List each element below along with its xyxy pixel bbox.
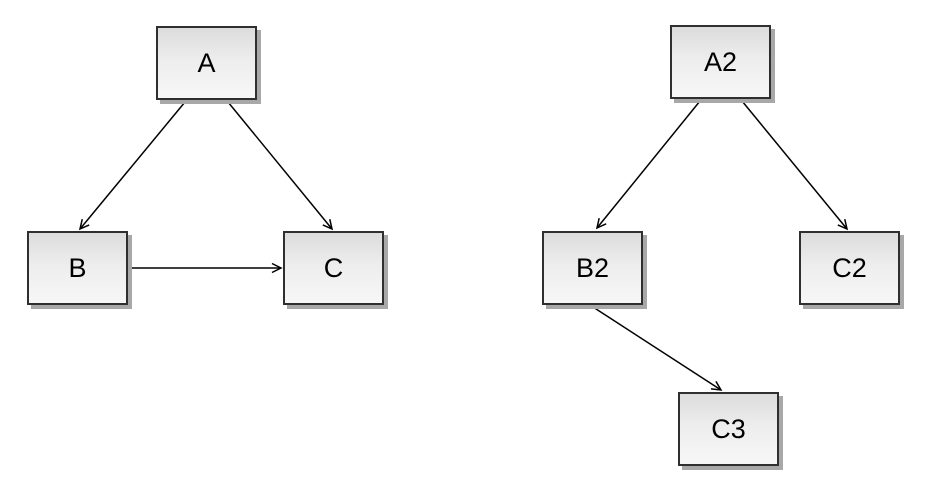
node-C2[interactable]: C2 [799, 231, 900, 305]
node-A-label: A [197, 47, 216, 78]
node-B-label: B [68, 252, 87, 283]
node-C3-label: C3 [711, 413, 746, 444]
node-C-label: C [323, 252, 344, 283]
edge-A2-C2 [741, 100, 849, 231]
node-C[interactable]: C [283, 231, 384, 305]
node-B2-label: B2 [575, 252, 610, 283]
edge-B2-C3 [592, 306, 723, 391]
edge-A-B [78, 101, 186, 231]
node-B[interactable]: B [27, 231, 128, 305]
edge-A2-B2 [595, 100, 701, 230]
node-C3[interactable]: C3 [678, 392, 779, 466]
node-A[interactable]: A [156, 26, 257, 100]
node-A2[interactable]: A2 [670, 25, 771, 99]
node-B2[interactable]: B2 [542, 231, 643, 305]
edge-A-C [227, 101, 334, 231]
node-C2-label: C2 [832, 252, 867, 283]
node-A2-label: A2 [703, 46, 738, 77]
